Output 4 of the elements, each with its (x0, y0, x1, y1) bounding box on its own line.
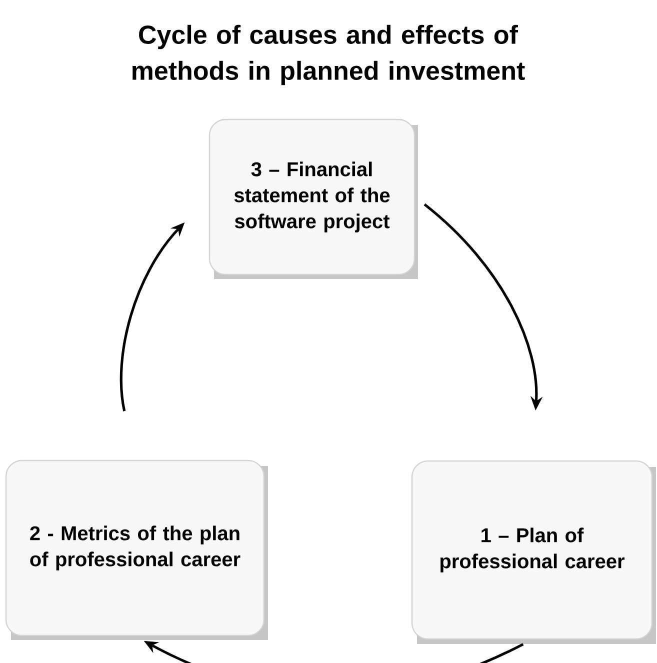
title: Cycle of causes and effects of methods in planned investment (132, 24, 525, 86)
process-box: 3 – Financial statement of the software project (208, 118, 418, 279)
process-box: 1 – Plan of professional career (411, 460, 656, 644)
process-box: 2 - Metrics of the plan of professional career (5, 460, 268, 640)
